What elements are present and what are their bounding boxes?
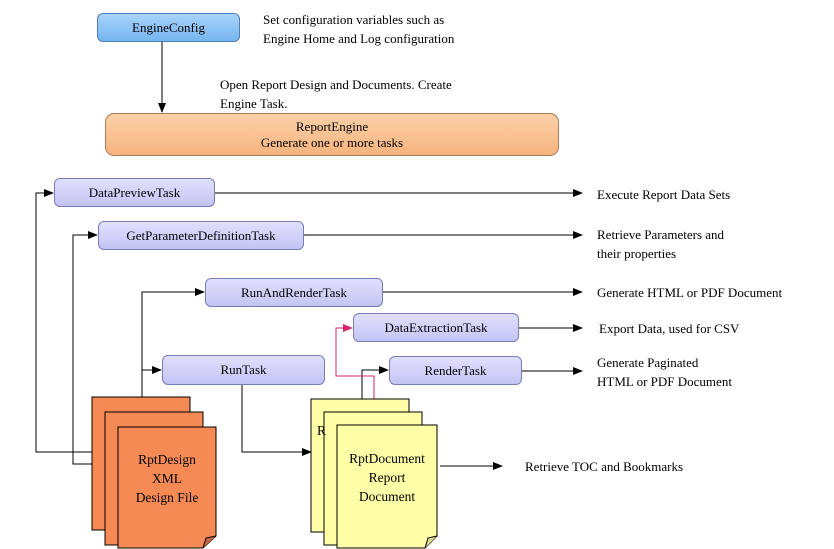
get-parameter-definition-task-box: GetParameterDefinitionTask	[98, 221, 304, 250]
arrow-document-to-dataextraction	[335, 324, 375, 410]
rptdocument-back-letter: R	[317, 423, 327, 438]
rptdocument-line1: RptDocument	[349, 451, 425, 466]
data-extraction-note: Export Data, used for CSV	[599, 321, 740, 336]
render-task-label: RenderTask	[424, 362, 487, 378]
rptdocument-stack	[310, 398, 438, 549]
get-parameters-note-line1: Retrieve Parameters and	[597, 227, 725, 242]
get-parameters-note: Retrieve Parameters and their properties	[597, 225, 724, 263]
arrow-runtask-to-document	[241, 385, 312, 456]
report-engine-box: ReportEngine Generate one or more tasks	[105, 113, 559, 156]
rptdocument-text: RptDocument Report Document	[337, 449, 437, 506]
engine-config-note-line1: Set configuration variables such as	[263, 12, 445, 27]
get-parameters-note-line2: their properties	[597, 246, 677, 261]
data-preview-note: Execute Report Data Sets	[597, 187, 731, 202]
engine-config-box: EngineConfig	[97, 13, 240, 42]
run-task-box: RunTask	[162, 355, 325, 385]
report-engine-subtitle: Generate one or more tasks	[260, 134, 404, 150]
arrow-document-to-rendertask	[361, 366, 389, 399]
get-parameter-definition-task-label: GetParameterDefinitionTask	[126, 227, 276, 243]
rptdesign-text: RptDesign XML Design File	[118, 450, 216, 507]
rptdesign-line2: XML	[152, 471, 182, 486]
rptdocument-line2: Report	[368, 470, 406, 485]
rptdocument-line3: Document	[358, 489, 416, 504]
run-and-render-note: Generate HTML or PDF Document	[597, 285, 783, 300]
run-and-render-task-label: RunAndRenderTask	[241, 284, 347, 300]
engine-config-label: EngineConfig	[132, 19, 205, 35]
arrow-design-to-datapreview	[35, 189, 92, 453]
render-note: Generate Paginated HTML or PDF Document	[597, 353, 732, 391]
render-note-line2: HTML or PDF Document	[597, 374, 732, 389]
open-report-note-line1: Open Report Design and Documents. Create	[220, 77, 452, 92]
run-task-label: RunTask	[220, 362, 267, 377]
engine-config-note-line2: Engine Home and Log configuration	[263, 31, 455, 46]
rptdesign-line3: Design File	[135, 490, 199, 505]
data-preview-task-box: DataPreviewTask	[54, 178, 215, 207]
run-and-render-task-box: RunAndRenderTask	[205, 278, 383, 307]
open-report-note-line2: Engine Task.	[220, 96, 288, 111]
rptdesign-line1: RptDesign	[138, 452, 196, 467]
arrow-design-to-runandrender	[141, 288, 205, 397]
open-report-note: Open Report Design and Documents. Create…	[220, 75, 452, 113]
data-extraction-task-label: DataExtractionTask	[384, 319, 488, 335]
data-extraction-task-box: DataExtractionTask	[353, 313, 519, 342]
arrow-design-to-getparameter	[72, 231, 104, 465]
toc-note: Retrieve TOC and Bookmarks	[525, 459, 684, 474]
render-task-box: RenderTask	[389, 356, 522, 385]
report-engine-title: ReportEngine	[295, 118, 369, 134]
data-preview-task-label: DataPreviewTask	[88, 184, 181, 200]
engine-config-note: Set configuration variables such as Engi…	[263, 10, 454, 48]
render-note-line1: Generate Paginated	[597, 355, 699, 370]
rptdesign-stack	[91, 396, 217, 549]
